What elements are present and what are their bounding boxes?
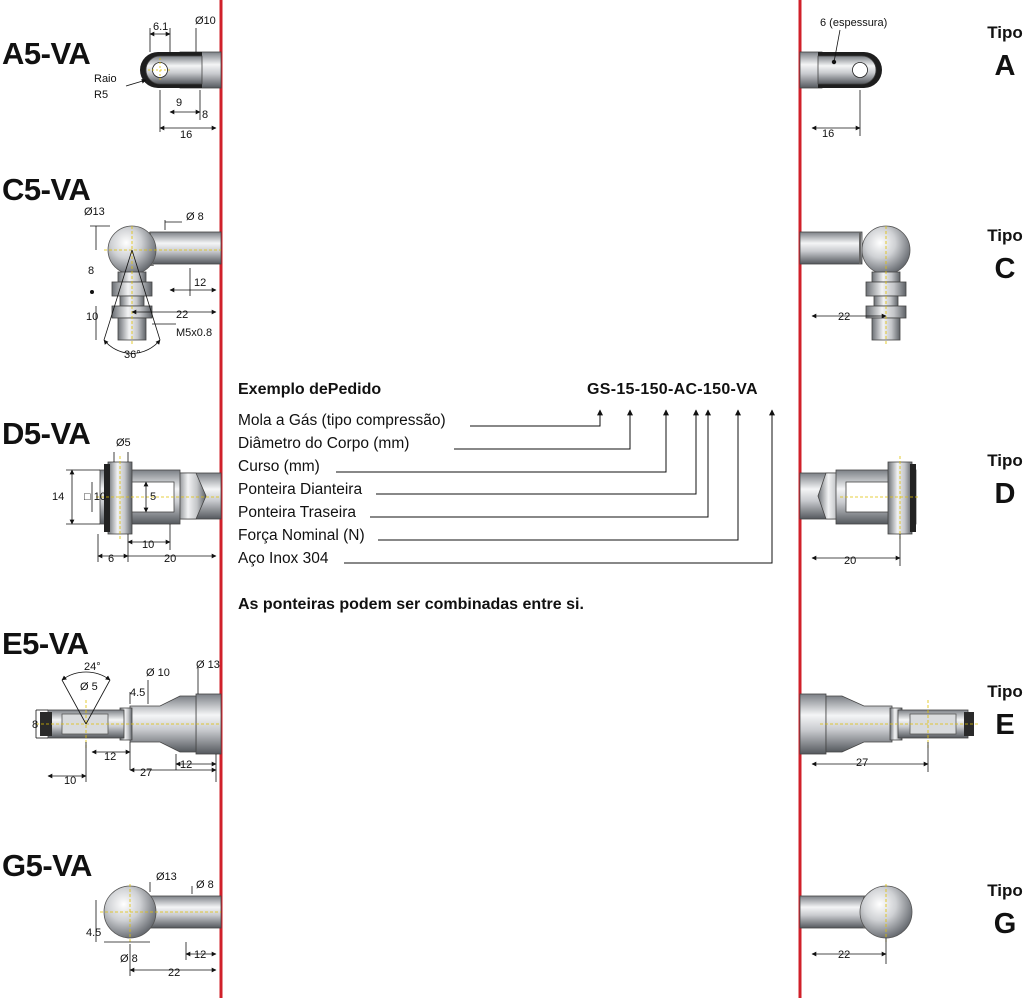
d5-left-part [66,452,222,562]
order-line-aco: Aço Inox 304 [238,550,329,567]
tipo-a-letter: A [994,50,1016,82]
c-dim-22: 22 [838,311,850,323]
d-dim-20: 20 [844,555,856,567]
e5-dim-12: 12 [104,751,116,763]
d5-dim-6: 6 [108,553,114,565]
a5-left-part [125,28,222,132]
a5-dim-16: 16 [180,129,192,141]
g5-left-part [95,882,222,976]
e5-dim-45: 4.5 [130,687,145,699]
c5-dim-ball: Ø13 [84,206,105,218]
order-note: As ponteiras podem ser combinadas entre … [238,596,584,613]
c5-dim-angle: 36° [124,349,141,361]
code-d5: D5-VA [2,416,91,451]
d-right-part [799,456,920,566]
a5-dim-diameter: Ø10 [195,15,216,27]
a5-dim-raio: Raio [94,73,117,85]
a-dim-16: 16 [822,128,834,140]
e5-dim-hole: Ø 5 [80,681,98,693]
dimension-lines [35,28,980,976]
g5-dim-12: 12 [194,949,206,961]
tipo-e-letter: E [995,709,1015,741]
tipo-c-letter: C [994,253,1016,285]
code-e5: E5-VA [2,626,89,661]
g-right-part [799,884,913,964]
e-right-part [799,693,980,772]
c5-dim-thread: M5x0.8 [176,327,212,339]
dimension-labels: 6.1 Ø10 Raio R5 9 8 16 6 (espessura) 16 … [32,15,887,979]
c5-dim-rod: Ø 8 [186,211,204,223]
g5-dim-45: 4.5 [86,927,101,939]
order-example-code: GS-15-150-AC-150-VA [587,381,758,398]
c5-left-part [90,220,222,354]
code-a5: A5-VA [2,36,91,71]
tipo-d-word: Tipo [987,451,1023,470]
d5-dim-sq10: □ 10 [84,491,106,503]
e5-dim-d10: Ø 10 [146,667,170,679]
tipo-c-word: Tipo [987,226,1023,245]
e5-dim-27: 27 [140,767,152,779]
e5-dim-10: 10 [64,775,76,787]
tipo-e-word: Tipo [987,682,1023,701]
c5-dim-22: 22 [176,309,188,321]
a5-dim-width: 6.1 [153,21,168,33]
a5-dim-8: 8 [202,109,208,121]
g5-dim-d8: Ø 8 [120,953,138,965]
e5-dim-8: 8 [32,719,38,731]
c5-dim-12: 12 [194,277,206,289]
d5-dim-10: 10 [142,539,154,551]
d5-dim-5: 5 [150,491,156,503]
e5-dim-d13: Ø 13 [196,659,220,671]
order-line-forca: Força Nominal (N) [238,527,365,544]
order-line-mola: Mola a Gás (tipo compressão) [238,412,446,429]
a5-dim-raio-value: R5 [94,89,108,101]
d5-dim-14: 14 [52,491,64,503]
a-right-part [799,29,882,136]
order-line-diametro: Diâmetro do Corpo (mm) [238,435,410,452]
order-line-ponteira-traseira: Ponteira Traseira [238,504,357,521]
tipo-d-letter: D [994,478,1016,510]
d5-dim-20: 20 [164,553,176,565]
c5-dim-10: 10 [86,311,98,323]
e5-dim-12b: 12 [180,759,192,771]
c-right-part [799,225,911,344]
g5-dim-rod: Ø 8 [196,879,214,891]
e5-dim-angle: 24° [84,661,101,673]
order-example-title: Exemplo dePedido [238,381,382,398]
e-dim-27: 27 [856,757,868,769]
d5-dim-pin: Ø5 [116,437,131,449]
tipo-g-letter: G [993,908,1017,940]
g5-dim-22: 22 [168,967,180,979]
g-dim-22: 22 [838,949,850,961]
code-g5: G5-VA [2,848,92,883]
code-c5: C5-VA [2,172,91,207]
a-dim-thickness: 6 (espessura) [820,17,887,29]
e5-left-part [35,668,222,782]
a5-dim-9: 9 [176,97,182,109]
order-line-curso: Curso (mm) [238,458,320,475]
g5-dim-ball: Ø13 [156,871,177,883]
order-leader-lines [336,409,775,564]
order-line-ponteira-dianteira: Ponteira Dianteira [238,481,363,498]
tipo-a-word: Tipo [987,23,1023,42]
c5-dim-8: 8 [88,265,94,277]
tipo-g-word: Tipo [987,881,1023,900]
